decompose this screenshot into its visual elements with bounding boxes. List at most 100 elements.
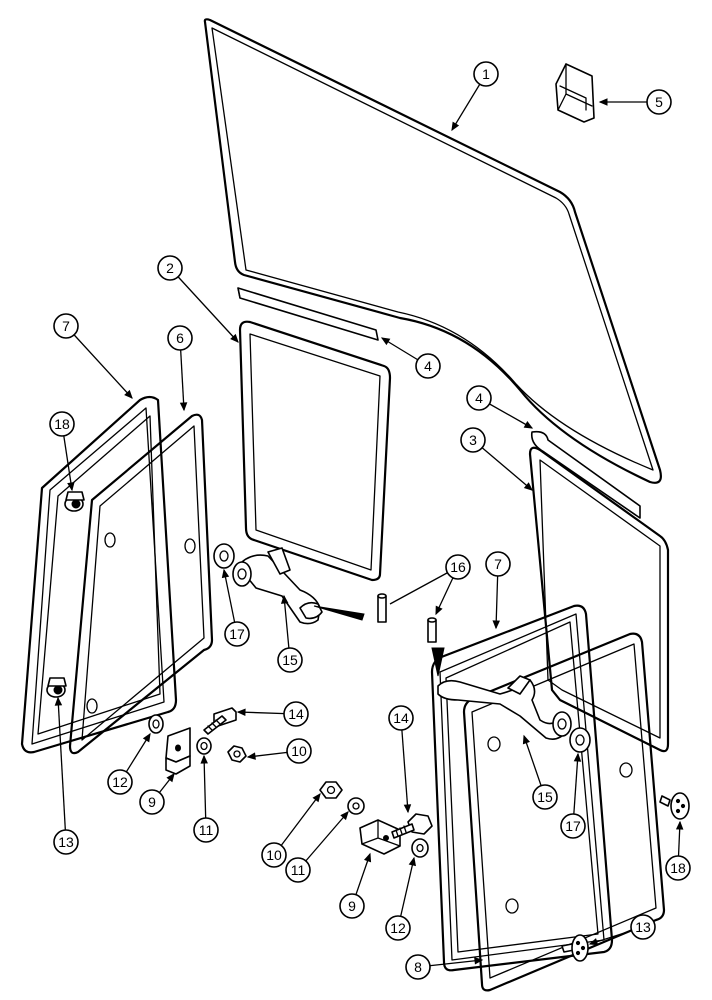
- callout-number: 18: [670, 860, 686, 876]
- callout-arrowhead: [166, 773, 175, 783]
- callout-circle: [460, 427, 486, 453]
- callout-leader: [65, 325, 133, 399]
- callout-arrowhead: [522, 734, 530, 745]
- part-16-pin-lower: [427, 617, 437, 643]
- callout-circle: [466, 385, 492, 411]
- callout-number: 13: [58, 834, 74, 850]
- callout-number: 12: [112, 774, 128, 790]
- callout-arrowhead: [312, 792, 321, 803]
- callout-10: 10: [261, 792, 321, 868]
- part-2-seal-frame: [238, 320, 392, 582]
- callout-arrowhead: [403, 804, 412, 814]
- callout-circle: [405, 954, 431, 980]
- callout-14: 14: [388, 705, 414, 814]
- callout-circle: [283, 701, 309, 727]
- callout-13: 13: [53, 696, 79, 855]
- part-14-bolt-right: [391, 813, 433, 839]
- callout-circle: [665, 855, 691, 881]
- part-8-glass-panel-right: [462, 632, 666, 992]
- part-3-seal-frame: [528, 446, 670, 753]
- callout-arrowhead: [246, 752, 256, 760]
- callout-number: 14: [393, 710, 409, 726]
- callout-arrowhead: [435, 605, 443, 616]
- callout-arrowhead: [230, 333, 239, 343]
- callout-1: 1: [451, 61, 499, 132]
- callout-number: 11: [291, 862, 306, 878]
- part-17-washer-right: [569, 727, 591, 753]
- callout-number: 15: [282, 652, 298, 668]
- part-9-bracket-left: [165, 727, 191, 775]
- callout-circle: [157, 255, 183, 281]
- callout-number: 16: [450, 559, 466, 575]
- part-7-rubber-frame-left: [20, 395, 178, 754]
- part-18-grommet-left: [64, 491, 85, 512]
- callout-circle: [139, 789, 165, 815]
- callout-circle: [485, 551, 511, 577]
- callout-circle: [473, 61, 499, 87]
- callout-4: 4: [466, 385, 534, 429]
- callout-17: 17: [560, 752, 586, 839]
- callout-9: 9: [139, 773, 175, 815]
- callout-arrowhead: [523, 421, 534, 429]
- callout-15: 15: [522, 734, 558, 810]
- callout-circle: [285, 857, 311, 883]
- callout-number: 17: [229, 626, 245, 642]
- callout-14: 14: [236, 701, 309, 727]
- part-10-nut-left: [227, 745, 247, 763]
- part-15-hinge-left: [232, 547, 323, 625]
- callout-arrowhead: [54, 696, 63, 706]
- part-4-seal-strip-lower: [530, 430, 641, 519]
- callout-4: 4: [380, 337, 441, 379]
- callout-5: 5: [598, 89, 672, 115]
- callout-circle: [107, 769, 133, 795]
- part-11-washer-right: [347, 797, 365, 815]
- callout-number: 6: [176, 330, 184, 346]
- part-12-washer-left: [148, 714, 164, 734]
- callout-number: 4: [424, 358, 432, 374]
- callout-number: 15: [537, 789, 553, 805]
- callout-3: 3: [460, 427, 533, 491]
- callout-number: 5: [655, 94, 663, 110]
- callout-number: 3: [469, 432, 477, 448]
- callout-number: 8: [414, 959, 422, 975]
- callout-arrowhead: [598, 98, 608, 106]
- callout-number: 12: [390, 920, 406, 936]
- callout-circle: [445, 554, 471, 580]
- part-10-nut-right: [319, 781, 343, 799]
- callout-leader: [472, 439, 533, 491]
- callout-arrowhead: [451, 121, 460, 132]
- callout-circle: [388, 705, 414, 731]
- callout-number: 9: [348, 898, 356, 914]
- callout-8: 8: [405, 954, 484, 980]
- callout-arrowhead: [474, 957, 484, 965]
- callout-11: 11: [193, 754, 219, 843]
- callout-arrowhead: [588, 938, 599, 946]
- callout-13: 13: [588, 914, 656, 946]
- callout-leader: [169, 267, 239, 343]
- part-7-rubber-frame-right: [430, 604, 614, 972]
- callout-arrowhead: [236, 708, 246, 717]
- pin-insertion-pointer-right: [431, 647, 445, 677]
- callout-9: 9: [339, 852, 372, 919]
- part-5-block: [555, 63, 595, 123]
- pin-insertion-pointer-left: [313, 605, 365, 621]
- callout-circle: [286, 738, 312, 764]
- part-12-washer-right: [411, 838, 429, 858]
- callout-number: 7: [62, 318, 70, 334]
- callout-arrowhead: [280, 594, 289, 604]
- callout-circle: [630, 914, 656, 940]
- callout-15: 15: [277, 594, 303, 673]
- callout-10: 10: [246, 738, 312, 764]
- part-15-hinge-right: [437, 675, 572, 740]
- callout-arrowhead: [221, 568, 230, 579]
- callout-number: 18: [54, 416, 70, 432]
- callout-number: 4: [475, 390, 483, 406]
- callout-12: 12: [385, 856, 416, 941]
- callout-number: 10: [266, 847, 282, 863]
- callout-number: 9: [148, 794, 156, 810]
- callout-leader: [57, 697, 67, 843]
- callout-circle: [277, 647, 303, 673]
- callout-circle: [385, 915, 411, 941]
